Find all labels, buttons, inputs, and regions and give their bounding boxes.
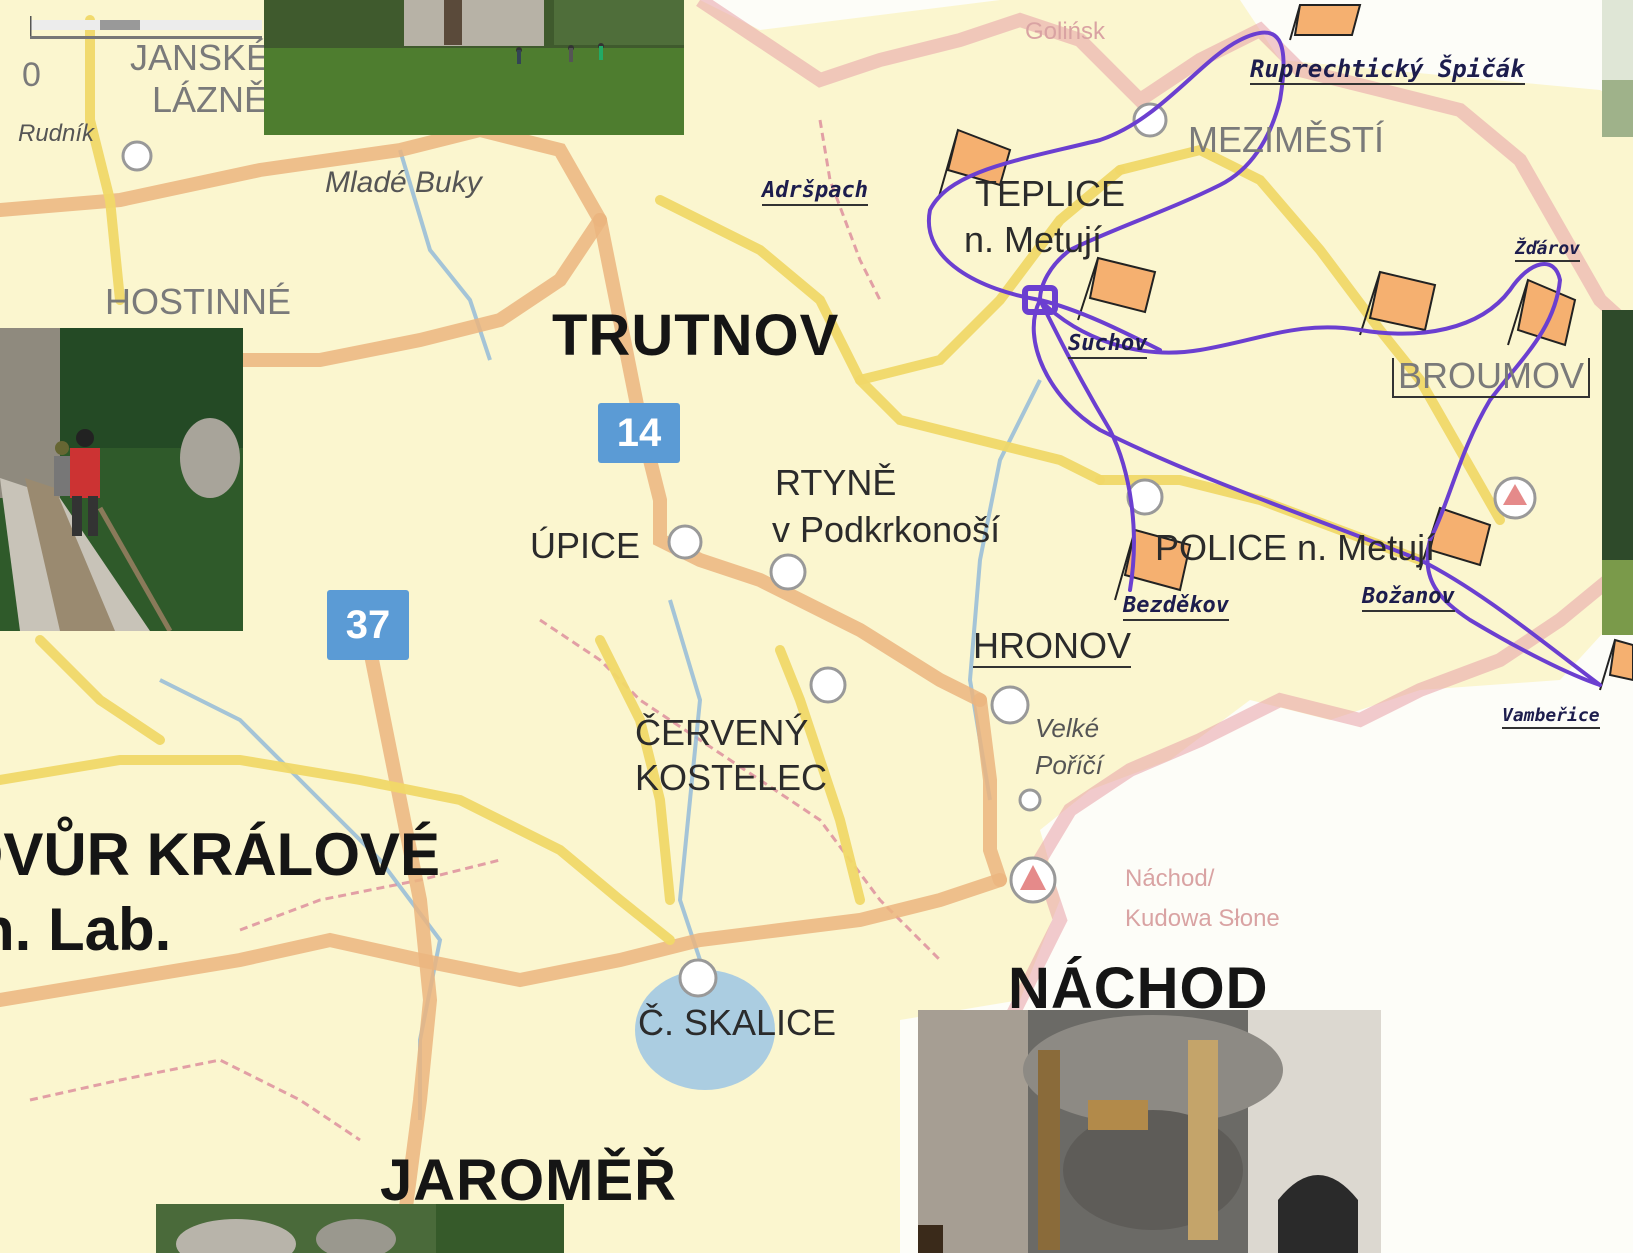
town-marker-skalice — [678, 958, 718, 998]
town-label-hostinne: HOSTINNÉ — [105, 281, 292, 322]
photo-right-edge-top — [1602, 0, 1633, 137]
flag-vambeirice-icon — [1599, 638, 1633, 691]
photo-hikers-image — [0, 328, 243, 631]
town-marker-hronov — [990, 685, 1030, 725]
photo-scale-strip — [30, 16, 262, 39]
photo-rocks — [156, 1204, 564, 1253]
town-label-police: POLICE n. Metují — [1155, 527, 1436, 568]
hand-drawn-route — [926, 30, 1602, 687]
town-label-dvur-sub: n. Lab. — [0, 896, 172, 963]
town-marker-velke-porici — [1018, 788, 1042, 812]
photo-church-interior — [918, 1010, 1381, 1253]
place-label-golinsk: Golińsk — [1025, 18, 1106, 45]
town-label-broumov: BROUMOV — [1392, 358, 1591, 398]
town-label-teplice: TEPLICE — [975, 173, 1126, 214]
town-label-teplice-sub: n. Metují — [964, 219, 1103, 260]
road-shield-14: 14 — [598, 403, 680, 463]
town-marker-police — [1126, 478, 1164, 516]
district-borders — [29, 119, 942, 1142]
state-border — [696, 0, 1633, 336]
photo-meadow — [264, 0, 684, 135]
flag-bezdekov-icon — [1114, 528, 1192, 601]
photo-rocks-image — [156, 1204, 564, 1253]
road-shield-37: 37 — [327, 590, 409, 660]
border-crossing-triangle — [1020, 865, 1046, 890]
town-marker-upice — [667, 524, 703, 560]
flag-ruprechticky-icon — [1289, 4, 1362, 41]
flag-broumov-icon — [1359, 270, 1437, 336]
lake-rozkos — [635, 970, 775, 1090]
place-label-nachod-kudowa: Náchod/ — [1125, 865, 1215, 892]
place-label-porici: Poříčí — [1035, 750, 1103, 780]
border-crossing-triangle-east — [1503, 484, 1527, 505]
place-label-kudowa-slone: Kudowa Słone — [1125, 905, 1280, 932]
town-label-trutnov: TRUTNOV — [552, 303, 840, 368]
town-label-janske: JANSKÉ — [130, 37, 271, 78]
handwritten-ruprechticky: Ruprechtický Špičák — [1250, 55, 1525, 85]
handwritten-bozanov: Božanov — [1362, 586, 1455, 612]
town-label-mezimesti: MEZIMĚSTÍ — [1188, 119, 1384, 160]
town-label-hronov: HRONOV — [973, 625, 1132, 668]
town-label-rtyne-sub: v Podkrkonoší — [772, 509, 1001, 550]
handwritten-suchov: Suchov — [1068, 333, 1148, 359]
place-label-mlade-buky: Mladé Buky — [325, 166, 482, 199]
state-border-south — [993, 554, 1633, 1044]
handwritten-zdarov: Žďárov — [1515, 240, 1581, 262]
town-marker-mezimesti — [1132, 102, 1168, 138]
town-marker-rudnik — [121, 140, 153, 172]
flag-adrspach-icon — [937, 128, 1012, 201]
town-marker-rtyne — [769, 553, 807, 591]
photo-right-edge-mid — [1602, 310, 1633, 635]
place-label-rudnik: Rudník — [18, 120, 95, 147]
town-label-upice: ÚPICE — [530, 525, 641, 566]
town-label-nachod: NÁCHOD — [1008, 956, 1269, 1021]
town-label-kostelec: KOSTELEC — [635, 757, 828, 798]
scale-zero-label: 0 — [22, 56, 41, 94]
flag-suchov-icon — [1077, 256, 1157, 321]
place-label-velke: Velké — [1035, 713, 1100, 743]
handwritten-bezdekov: Bezděkov — [1123, 595, 1229, 621]
handwritten-vambeirice: Vambeřice — [1502, 707, 1600, 729]
town-label-jaromer: JAROMĚŘ — [380, 1148, 678, 1213]
route-start-marker — [1022, 285, 1058, 315]
town-label-skalice: Č. SKALICE — [638, 1002, 837, 1043]
town-label-cerveny: ČERVENÝ — [635, 712, 809, 753]
town-label-rtyne: RTYNĚ — [775, 462, 897, 503]
town-marker-cerveny — [809, 666, 847, 704]
town-label-dvur-kralove: DVŮR KRÁLOVÉ — [0, 821, 441, 888]
town-label-lazne: LÁZNĚ — [152, 79, 269, 120]
handwritten-adrspach: Adršpach — [762, 180, 868, 206]
trip-flags — [937, 4, 1633, 691]
photo-hikers-boardwalk — [0, 328, 243, 631]
photo-meadow-image — [264, 0, 684, 135]
photo-church-image — [918, 1010, 1381, 1253]
